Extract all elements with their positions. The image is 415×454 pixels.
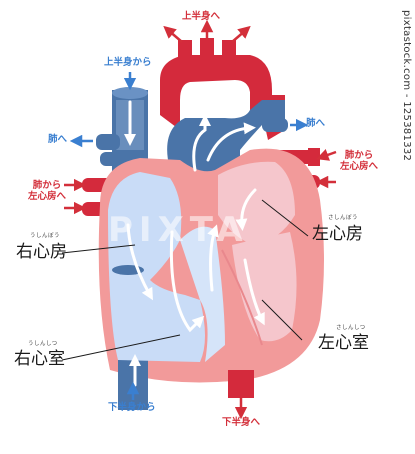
- flow-arrows: [124, 100, 265, 387]
- leader-lines: [61, 199, 309, 361]
- ruby-right-atrium: うしんぼう: [30, 233, 61, 239]
- label-upper-body-in: 上半身から: [104, 57, 152, 68]
- label-right-ventricle: 右心室: [14, 349, 65, 369]
- watermark: PIXTA: [108, 210, 249, 250]
- ruby-left-atrium: さしんぼう: [328, 215, 359, 221]
- credit-text: pixtastock.com - 125381332: [401, 10, 412, 162]
- label-right-atrium: 右心房: [16, 242, 67, 262]
- descending-aorta: [228, 370, 254, 398]
- ruby-left-ventricle: さしんしつ: [336, 325, 366, 331]
- venous-arrows: [69, 72, 309, 400]
- label-to-lung-left: 肺へ: [48, 134, 68, 145]
- label-to-lung-right: 肺へ: [306, 118, 326, 129]
- label-upper-body-out: 上半身へ: [182, 11, 221, 22]
- label-left-ventricle: 左心室: [318, 333, 369, 353]
- pulmonary-artery-left: [96, 134, 120, 166]
- label-lower-body-in: 下半身から: [108, 402, 156, 413]
- ruby-right-ventricle: うしんしつ: [28, 341, 58, 347]
- arterial-arrows: [64, 19, 337, 420]
- label-lung-to-left-atrium-left: 肺から 左心房へ: [28, 180, 67, 203]
- label-left-atrium: 左心房: [312, 224, 363, 244]
- label-lung-to-left-atrium-right: 肺から 左心房へ: [340, 150, 379, 173]
- label-lower-body-out: 下半身へ: [222, 417, 261, 428]
